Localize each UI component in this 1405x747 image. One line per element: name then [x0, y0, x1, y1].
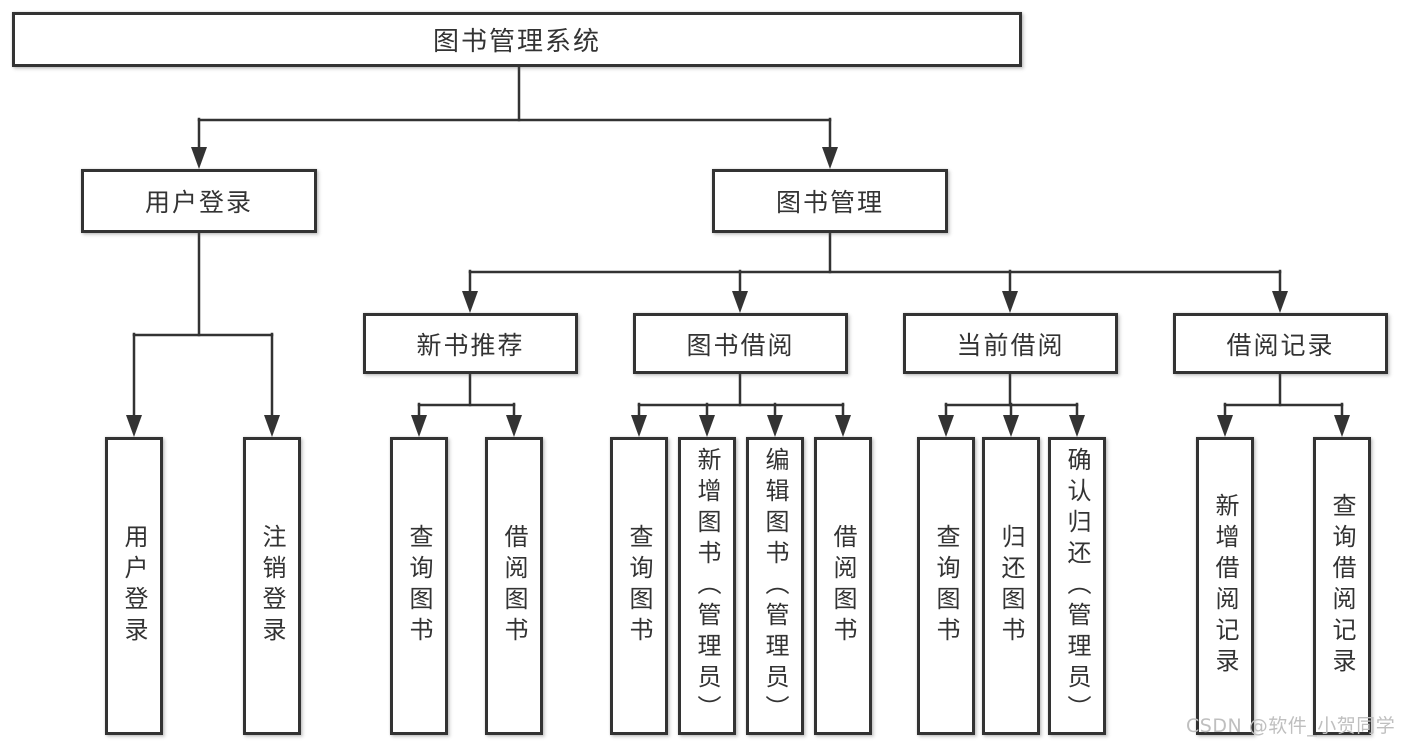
connector-new-book-children	[411, 372, 522, 437]
arrowhead	[1217, 415, 1233, 437]
arrowhead	[699, 415, 715, 437]
arrowhead	[411, 415, 427, 437]
leaf-query-borrow-record: 查询借阅记录	[1313, 437, 1371, 735]
connector-current-borrow-children	[938, 372, 1085, 437]
leaf-query-borrow-record-label: 查询借阅记录	[1328, 493, 1356, 679]
arrowhead	[506, 415, 522, 437]
connector-borrow-records-children	[1217, 372, 1350, 437]
leaf-query-books-current-label: 查询图书	[932, 524, 960, 648]
leaf-query-books-recommend: 查询图书	[390, 437, 448, 735]
node-new-book-recommend-label: 新书推荐	[416, 330, 525, 360]
node-borrow-records: 借阅记录	[1173, 313, 1388, 374]
leaf-confirm-return-admin: 确认归还（管理员）	[1048, 437, 1106, 735]
leaf-query-books-borrow-label: 查询图书	[625, 524, 653, 648]
leaf-logout: 注销登录	[243, 437, 301, 735]
leaf-add-borrow-record: 新增借阅记录	[1196, 437, 1254, 735]
node-current-borrow-label: 当前借阅	[956, 330, 1065, 360]
connector-root-to-level2	[191, 65, 838, 169]
node-book-borrow-label: 图书借阅	[686, 330, 795, 360]
connector-book-mgmt-to-level3	[462, 231, 1288, 313]
arrowhead	[191, 147, 207, 169]
node-user-login: 用户登录	[81, 169, 317, 233]
leaf-query-books-recommend-label: 查询图书	[405, 524, 433, 648]
node-current-borrow: 当前借阅	[903, 313, 1118, 374]
arrowhead	[631, 415, 647, 437]
node-book-management: 图书管理	[712, 169, 948, 233]
leaf-user-login-label: 用户登录	[120, 524, 148, 648]
arrowhead	[1272, 291, 1288, 313]
leaf-borrow-books-2-label: 借阅图书	[829, 524, 857, 648]
arrowhead	[264, 415, 280, 437]
leaf-user-login: 用户登录	[105, 437, 163, 735]
node-root-label: 图书管理系统	[432, 27, 601, 57]
arrowhead	[767, 415, 783, 437]
node-root: 图书管理系统	[12, 12, 1022, 67]
connector-user-login-children	[126, 231, 280, 437]
csdn-watermark: CSDN @软件_小贺同学	[1186, 715, 1396, 737]
arrowhead	[126, 415, 142, 437]
node-borrow-records-label: 借阅记录	[1226, 330, 1335, 360]
node-book-management-label: 图书管理	[775, 188, 884, 217]
arrowhead	[1003, 415, 1019, 437]
arrowhead	[1002, 291, 1018, 313]
node-book-borrow: 图书借阅	[633, 313, 848, 374]
leaf-return-book: 归还图书	[982, 437, 1040, 735]
arrowhead	[835, 415, 851, 437]
leaf-query-books-current: 查询图书	[917, 437, 975, 735]
arrowhead	[1069, 415, 1085, 437]
leaf-query-books-borrow: 查询图书	[610, 437, 668, 735]
leaf-borrow-books-recommend: 借阅图书	[485, 437, 543, 735]
leaf-confirm-return-admin-label: 确认归还（管理员）	[1063, 446, 1091, 726]
leaf-borrow-books-recommend-label: 借阅图书	[500, 524, 528, 648]
leaf-add-book-admin-label: 新增图书（管理员）	[693, 446, 721, 726]
leaf-add-book-admin: 新增图书（管理员）	[678, 437, 736, 735]
leaf-borrow-books-2: 借阅图书	[814, 437, 872, 735]
leaf-logout-label: 注销登录	[258, 524, 286, 648]
leaf-edit-book-admin: 编辑图书（管理员）	[746, 437, 804, 735]
arrowhead	[462, 291, 478, 313]
node-user-login-label: 用户登录	[144, 188, 253, 217]
arrowhead	[1334, 415, 1350, 437]
leaf-add-borrow-record-label: 新增借阅记录	[1211, 493, 1239, 679]
node-new-book-recommend: 新书推荐	[363, 313, 578, 374]
arrowhead	[822, 147, 838, 169]
leaf-return-book-label: 归还图书	[997, 524, 1025, 648]
leaf-edit-book-admin-label: 编辑图书（管理员）	[761, 446, 789, 726]
arrowhead	[938, 415, 954, 437]
connector-book-borrow-children	[631, 372, 851, 437]
arrowhead	[732, 291, 748, 313]
